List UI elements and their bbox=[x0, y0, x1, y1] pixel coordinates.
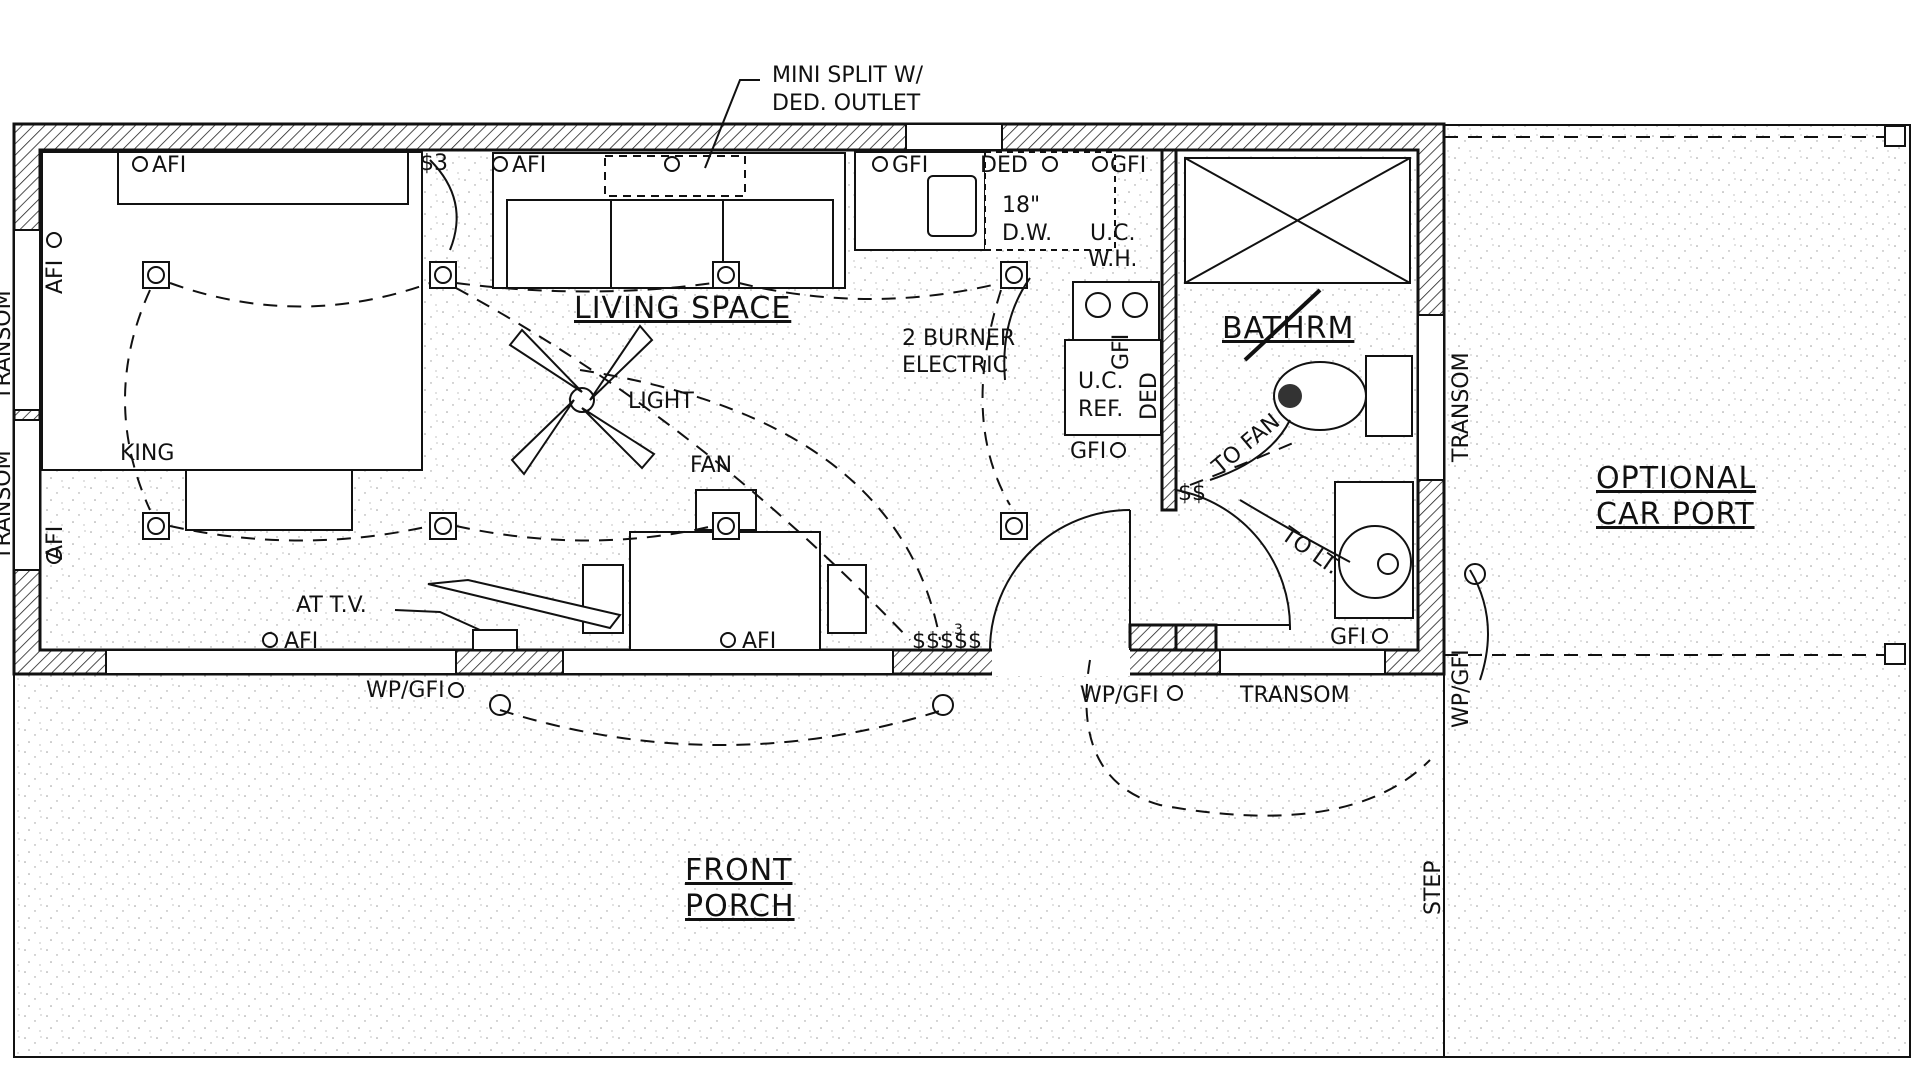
car-port-title: CAR PORT bbox=[1596, 497, 1755, 532]
bath-partition-wall bbox=[1160, 148, 1178, 512]
afi-label: AFI bbox=[152, 153, 186, 178]
afi-label: AFI bbox=[43, 526, 68, 560]
uc-wh-label: W.H. bbox=[1088, 247, 1137, 272]
ceiling-lights bbox=[142, 261, 1486, 716]
living-space-title: LIVING SPACE bbox=[574, 291, 791, 326]
uc-ref-label: U.C. bbox=[1078, 369, 1123, 394]
king-label: KING bbox=[120, 441, 174, 466]
wp-gfi-label: WP/GFI bbox=[1080, 683, 1159, 708]
step-label: STEP bbox=[1421, 860, 1446, 915]
shower bbox=[1184, 157, 1411, 284]
sofa bbox=[492, 152, 846, 289]
wiring bbox=[124, 159, 1489, 817]
car-port-title: OPTIONAL bbox=[1596, 461, 1756, 496]
front-porch-area bbox=[13, 671, 1445, 1058]
bath-inner-wall bbox=[1174, 623, 1218, 652]
uc-ref-label: REF. bbox=[1078, 397, 1123, 422]
gfi-label: GFI bbox=[1110, 153, 1146, 178]
bath-partition-wall bbox=[1128, 623, 1178, 652]
toilet bbox=[1273, 355, 1413, 437]
afi-label: AFI bbox=[43, 260, 68, 294]
bath-sink bbox=[1334, 481, 1414, 619]
at-tv-label: AT T.V. bbox=[296, 593, 367, 618]
outlets bbox=[46, 156, 1388, 701]
dw-label: D.W. bbox=[1002, 221, 1052, 246]
afi-label: AFI bbox=[742, 629, 776, 654]
ded-label: DED bbox=[1137, 372, 1162, 420]
mini-split-label: MINI SPLIT W/ bbox=[772, 63, 924, 88]
bath-door-swing bbox=[1175, 489, 1292, 631]
bath-switch-label: $$ bbox=[1178, 481, 1206, 506]
ceiling-fan bbox=[508, 324, 656, 476]
transom-label: TRANSOM bbox=[0, 450, 16, 561]
mini-split-unit bbox=[604, 155, 746, 197]
wp-gfi-label: WP/GFI bbox=[366, 678, 445, 703]
front-porch-title: FRONT bbox=[685, 853, 792, 888]
dining-table bbox=[582, 489, 867, 651]
post bbox=[1884, 643, 1906, 665]
transom-label: TRANSOM bbox=[0, 290, 16, 401]
switches-label: $$$$$ bbox=[912, 629, 982, 654]
switch-label: $3 bbox=[420, 151, 448, 176]
afi-label: AFI bbox=[284, 629, 318, 654]
transom-label: TRANSOM bbox=[1239, 683, 1350, 708]
tv-leader bbox=[394, 609, 481, 631]
car-port-area bbox=[1443, 124, 1911, 1058]
gfi-label: GFI bbox=[1109, 334, 1134, 370]
front-door-opening bbox=[992, 648, 1130, 676]
light-label: LIGHT bbox=[628, 389, 694, 414]
uc-wh-label: U.C. bbox=[1090, 221, 1135, 246]
king-bed bbox=[41, 151, 423, 531]
mini-split-leader bbox=[704, 79, 760, 169]
dw-label: 18" bbox=[1002, 193, 1040, 218]
burner-label: 2 BURNER bbox=[902, 326, 1015, 351]
sink bbox=[927, 175, 977, 237]
gfi-label: GFI bbox=[892, 153, 928, 178]
transom-label: TRANSOM bbox=[1449, 352, 1474, 463]
refrigerator bbox=[1064, 339, 1162, 436]
post bbox=[1884, 125, 1906, 147]
tv-unit bbox=[427, 578, 622, 651]
front-porch-title: PORCH bbox=[685, 889, 795, 924]
burner-label: ELECTRIC bbox=[902, 353, 1008, 378]
gfi-label: GFI bbox=[1330, 625, 1366, 650]
fan-label: FAN bbox=[690, 453, 732, 478]
kitchen-counter bbox=[854, 151, 1162, 436]
bathroom-title: BATHRM bbox=[1222, 311, 1354, 346]
mini-split-label: DED. OUTLET bbox=[772, 91, 921, 116]
gfi-label: GFI bbox=[1070, 439, 1106, 464]
afi-label: AFI bbox=[512, 153, 546, 178]
front-door-swing bbox=[989, 509, 1131, 651]
wp-gfi-label: WP/GFI bbox=[1449, 649, 1474, 728]
ded-label: DED bbox=[980, 153, 1028, 178]
windows bbox=[13, 123, 1445, 675]
switches-superscript: 3 bbox=[954, 622, 963, 638]
bath-threshold bbox=[1243, 288, 1322, 362]
